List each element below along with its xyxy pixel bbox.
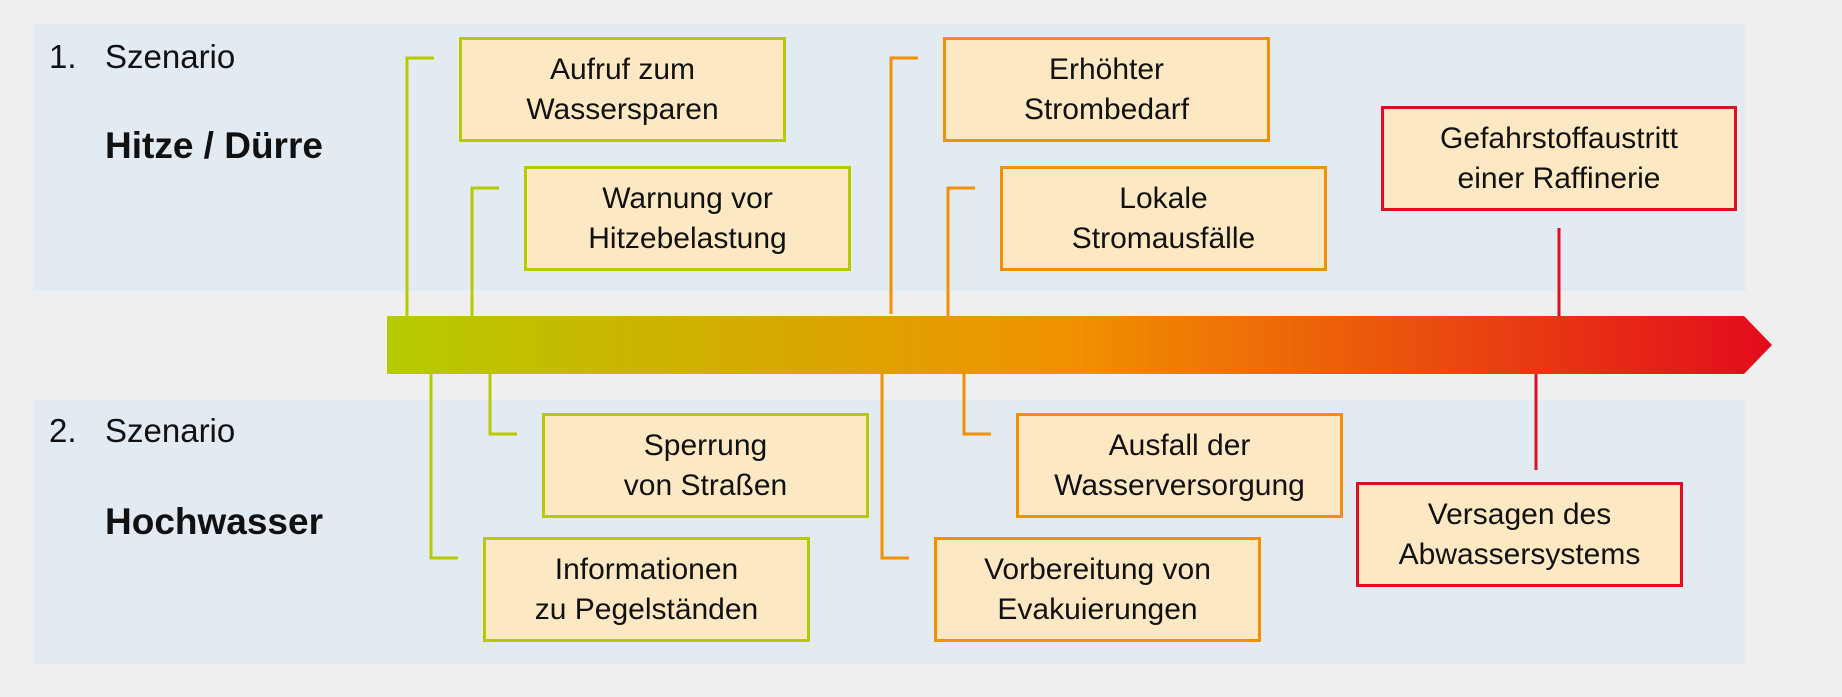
scenario-2-number: 2. <box>49 412 77 449</box>
connector-vorbereitung-evakuierung <box>880 372 909 560</box>
event-warnung-hitze-text: Warnung vor Hitzebelastung <box>588 181 787 255</box>
event-ausfall-wasserversorgung-text: Ausfall der Wasserversorgung <box>1054 428 1305 502</box>
event-versagen-abwasser: Versagen des Abwassersystems <box>1356 482 1683 587</box>
connector-ausfall-wasserversorgung <box>962 372 991 436</box>
event-lokale-stromausfaelle: Lokale Stromausfälle <box>1000 166 1327 271</box>
connector-erhoehter-strombedarf <box>889 56 918 314</box>
scenario-2-name: Hochwasser <box>105 501 323 542</box>
connector-informationen-pegel <box>429 372 458 560</box>
connector-lokale-stromausfaelle <box>946 186 975 318</box>
event-gefahrstoffaustritt-text: Gefahrstoffaustritt einer Raffinerie <box>1440 121 1678 195</box>
timeline-arrow <box>387 316 1772 374</box>
event-gefahrstoffaustritt: Gefahrstoffaustritt einer Raffinerie <box>1381 106 1737 211</box>
scenario-1-label: 1. Szenario <box>49 40 269 76</box>
event-warnung-hitze: Warnung vor Hitzebelastung <box>524 166 851 271</box>
scenario-1-name: Hitze / Dürre <box>105 125 323 166</box>
event-erhoehter-strombedarf-text: Erhöhter Strombedarf <box>1023 52 1190 126</box>
scenario-1-word: Szenario <box>105 38 236 75</box>
scenario-2-word: Szenario <box>105 412 236 449</box>
connector-aufruf-wassersparen <box>405 56 434 318</box>
connector-warnung-hitze <box>470 186 499 318</box>
event-lokale-stromausfaelle-text: Lokale Stromausfälle <box>1071 181 1256 255</box>
scenario-2-label: 2. Szenario <box>49 414 269 450</box>
scenario-1-number: 1. <box>49 38 77 75</box>
event-vorbereitung-evakuierung-text: Vorbereitung von Evakuierungen <box>984 552 1211 626</box>
event-informationen-pegel-text: Informationen zu Pegelständen <box>534 552 759 626</box>
event-aufruf-wassersparen-text: Aufruf zum Wassersparen <box>526 52 719 126</box>
event-erhoehter-strombedarf: Erhöhter Strombedarf <box>943 37 1270 142</box>
event-vorbereitung-evakuierung: Vorbereitung von Evakuierungen <box>934 537 1261 642</box>
event-aufruf-wassersparen: Aufruf zum Wassersparen <box>459 37 786 142</box>
event-ausfall-wasserversorgung: Ausfall der Wasserversorgung <box>1016 413 1343 518</box>
event-versagen-abwasser-text: Versagen des Abwassersystems <box>1398 497 1641 571</box>
connector-sperrung-strassen <box>488 372 517 436</box>
event-sperrung-strassen-text: Sperrung von Straßen <box>623 428 788 502</box>
event-sperrung-strassen: Sperrung von Straßen <box>542 413 869 518</box>
event-informationen-pegel: Informationen zu Pegelständen <box>483 537 810 642</box>
